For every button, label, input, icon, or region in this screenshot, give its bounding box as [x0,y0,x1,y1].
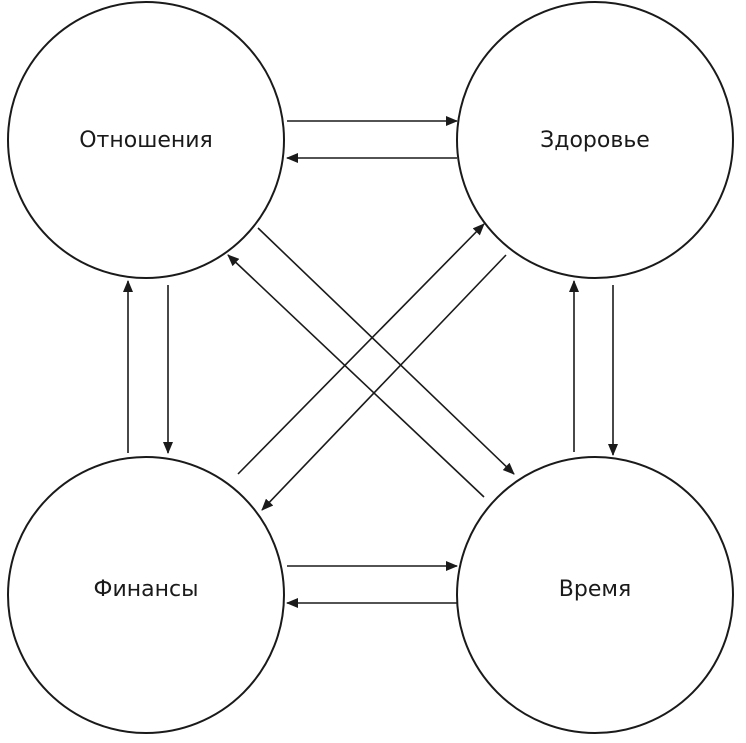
edges [123,116,618,608]
node-time-circle [456,456,734,734]
node-finances-circle [7,456,285,734]
node-health-circle [456,1,734,279]
node-finances: Финансы [7,456,285,734]
node-time-label: Время [559,577,631,602]
edge-finances-to-health [237,223,485,475]
node-relationships-circle [7,1,285,279]
node-health-label: Здоровье [540,128,650,153]
edge-relationships-to-time [257,227,515,475]
node-health: Здоровье [456,1,734,279]
edge-health-to-finances [261,254,507,511]
node-finances-label: Финансы [94,577,199,602]
node-time: Время [456,456,734,734]
node-relationships-label: Отношения [79,128,213,153]
edge-time-to-relationships [227,254,485,498]
node-relationships: Отношения [7,1,285,279]
